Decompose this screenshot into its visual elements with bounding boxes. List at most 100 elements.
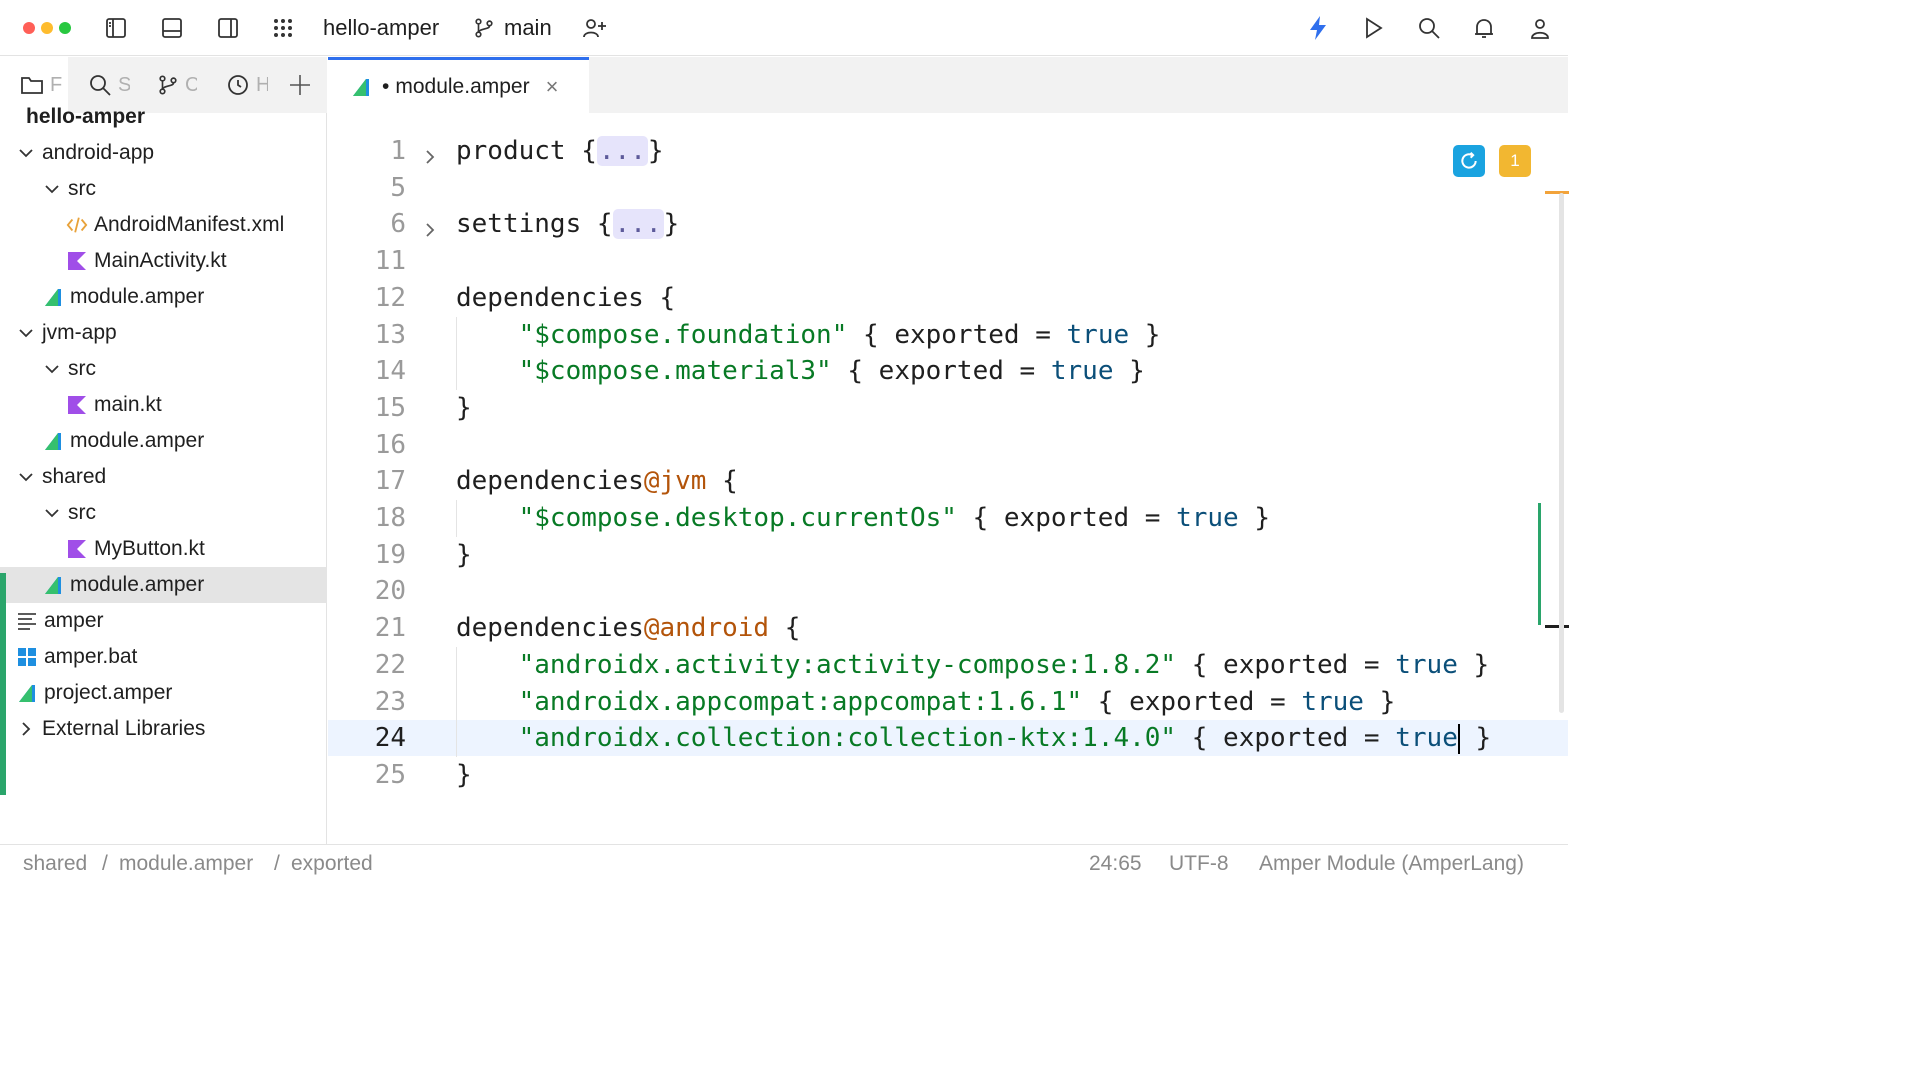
tab-files[interactable]: F (0, 57, 68, 113)
line-number: 22 (374, 649, 406, 680)
code-line[interactable]: 11 (328, 243, 1568, 279)
inspection-badge[interactable]: 1 (1499, 145, 1531, 177)
code-line[interactable]: 15} (328, 390, 1568, 426)
user-icon[interactable] (1526, 14, 1554, 42)
code-line[interactable]: 21 dependencies@android { (328, 610, 1568, 646)
add-user-icon[interactable] (580, 14, 608, 42)
minimize-window-button[interactable] (41, 22, 53, 34)
chevron-down-icon[interactable] (42, 503, 62, 523)
tree-item-hello-amper[interactable]: hello-amper (0, 99, 327, 135)
code-line[interactable]: 20 (328, 573, 1568, 609)
kotlin-icon (66, 250, 88, 272)
fold-chevron-icon[interactable] (420, 141, 440, 164)
add-tab-button[interactable] (288, 71, 312, 99)
code-line[interactable]: 18 "$compose.desktop.currentOs" { export… (328, 500, 1568, 536)
line-number: 11 (374, 246, 406, 277)
fold-chevron-icon[interactable] (420, 214, 440, 238)
indent-guide (456, 500, 457, 537)
tree-item-module-amper[interactable]: module.amper (0, 279, 327, 315)
chevron-down-icon[interactable] (16, 143, 36, 163)
tree-item-src[interactable]: src (0, 495, 327, 531)
tree-item-jvm-app[interactable]: jvm-app (0, 315, 327, 351)
tree-item-shared[interactable]: shared (0, 459, 327, 495)
breadcrumb-shared[interactable]: shared (23, 852, 88, 875)
code-line[interactable]: 19} (328, 537, 1568, 573)
caret-marker (1545, 625, 1569, 628)
branch-name[interactable]: main (504, 15, 552, 40)
code-text: "androidx.activity:activity-compose:1.8.… (456, 647, 1490, 683)
token (456, 356, 519, 386)
chevron-right-icon[interactable] (16, 719, 36, 739)
bell-icon[interactable] (1470, 14, 1498, 42)
code-line[interactable]: 23 "androidx.appcompat:appcompat:1.6.1" … (328, 684, 1568, 720)
bottom-panel-icon[interactable] (158, 14, 186, 42)
editor-tab-bar: • module.amper × (328, 57, 1568, 113)
token-str: "androidx.appcompat:appcompat:1.6.1" (518, 686, 1083, 717)
caret-position[interactable]: 24:65 (1089, 852, 1142, 875)
code-line[interactable]: 5 (328, 170, 1568, 206)
code-line[interactable]: 14 "$compose.material3" { exported = tru… (328, 353, 1568, 389)
tree-item-project-amper[interactable]: project.amper (0, 675, 327, 711)
chevron-down-icon[interactable] (42, 179, 62, 199)
tab-history[interactable]: H (226, 71, 268, 99)
tree-item-android-app[interactable]: android-app (0, 135, 327, 171)
token: dependencies (456, 466, 644, 497)
tree-item-label: module.amper (70, 573, 205, 596)
left-panel-icon[interactable] (102, 14, 130, 42)
zoom-window-button[interactable] (59, 22, 71, 34)
tree-item-external-libraries[interactable]: External Libraries (0, 711, 327, 747)
tree-item-androidmanifest-xml[interactable]: AndroidManifest.xml (0, 207, 327, 243)
tree-item-mainactivity-kt[interactable]: MainActivity.kt (0, 243, 327, 279)
token: } (1459, 723, 1492, 754)
chevron-down-icon[interactable] (16, 467, 36, 487)
code-text: } (456, 757, 472, 793)
tree-item-src[interactable]: src (0, 171, 327, 207)
line-number: 21 (374, 613, 406, 644)
token (456, 320, 519, 350)
code-line[interactable]: 16 (328, 427, 1568, 463)
lightning-icon[interactable] (1304, 14, 1332, 42)
tree-item-module-amper[interactable]: module.amper (0, 423, 327, 459)
right-panel-icon[interactable] (214, 14, 242, 42)
close-tab-button[interactable]: × (545, 73, 559, 99)
tab-commit[interactable]: C (157, 71, 197, 99)
tree-item-label: src (68, 177, 96, 200)
code-text: "$compose.material3" { exported = true } (456, 353, 1145, 389)
breadcrumb-exported[interactable]: exported (291, 852, 373, 875)
apps-grid-icon[interactable] (269, 14, 297, 42)
line-number: 16 (374, 429, 406, 460)
code-line[interactable]: 22 "androidx.activity:activity-compose:1… (328, 647, 1568, 683)
code-text: } (456, 390, 472, 426)
search-icon[interactable] (1415, 14, 1443, 42)
tree-item-module-amper[interactable]: module.amper (0, 567, 327, 603)
close-window-button[interactable] (23, 22, 35, 34)
file-type[interactable]: Amper Module (AmperLang) (1259, 852, 1524, 875)
file-encoding[interactable]: UTF-8 (1169, 852, 1229, 875)
breadcrumb-module-amper[interactable]: module.amper (119, 852, 254, 875)
run-icon[interactable] (1359, 14, 1387, 42)
tree-item-label: shared (42, 465, 107, 488)
tree-item-mybutton-kt[interactable]: MyButton.kt (0, 531, 327, 567)
tree-item-amper[interactable]: amper (0, 603, 327, 639)
chevron-down-icon[interactable] (16, 323, 36, 343)
project-name[interactable]: hello-amper (323, 15, 440, 40)
code-line[interactable]: 25} (328, 757, 1568, 793)
code-line[interactable]: 13 "$compose.foundation" { exported = tr… (328, 317, 1568, 353)
token: product { (456, 136, 597, 166)
tab-search[interactable]: S (88, 71, 130, 99)
tree-item-amper-bat[interactable]: amper.bat (0, 639, 327, 675)
tree-item-src[interactable]: src (0, 351, 327, 387)
reload-badge[interactable] (1453, 145, 1485, 177)
code-line[interactable]: 24 "androidx.collection:collection-ktx:1… (328, 720, 1568, 757)
tree-item-main-kt[interactable]: main.kt (0, 387, 327, 423)
token: } (647, 136, 664, 166)
editor-scrollbar[interactable] (1559, 193, 1564, 713)
chevron-down-icon[interactable] (42, 359, 62, 379)
editor-tab-module-amper[interactable]: • module.amper × (328, 57, 589, 113)
code-text: dependencies@android { (456, 610, 800, 646)
